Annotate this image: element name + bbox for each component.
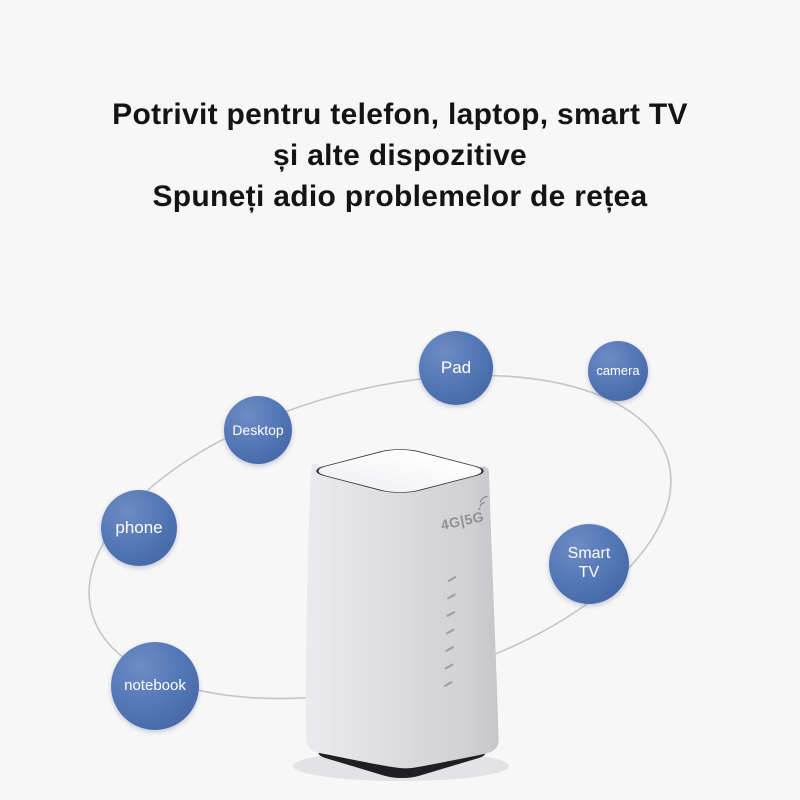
device-label-pad: Pad [440, 357, 472, 377]
heading-line-1: Potrivit pentru telefon, laptop, smart T… [112, 98, 688, 131]
device-label-phone: phone [115, 517, 163, 537]
device-label-desktop: Desktop [232, 421, 284, 438]
router-led-column [444, 576, 457, 687]
page-title: Potrivit pentru telefon, laptop, smart T… [0, 94, 800, 217]
device-circle-smart-tv: Smart TV [549, 524, 629, 604]
router-body [305, 463, 499, 769]
heading-line-2: și alte dispozitive [272, 139, 528, 172]
device-circle-desktop: Desktop [224, 396, 292, 464]
device-label-notebook: notebook [124, 677, 186, 695]
signal-icon [478, 495, 488, 510]
device-label-camera: camera [596, 363, 640, 379]
device-circle-pad: Pad [419, 331, 493, 405]
device-circle-notebook: notebook [111, 642, 199, 730]
router-top [316, 449, 484, 493]
heading-line-3: Spuneți adio problemelor de rețea [152, 180, 648, 213]
device-circle-phone: phone [101, 490, 177, 566]
router-device: 4G|5G [293, 449, 509, 781]
device-circle-camera: camera [588, 341, 648, 401]
device-label-smart-tv: Smart TV [567, 545, 611, 581]
